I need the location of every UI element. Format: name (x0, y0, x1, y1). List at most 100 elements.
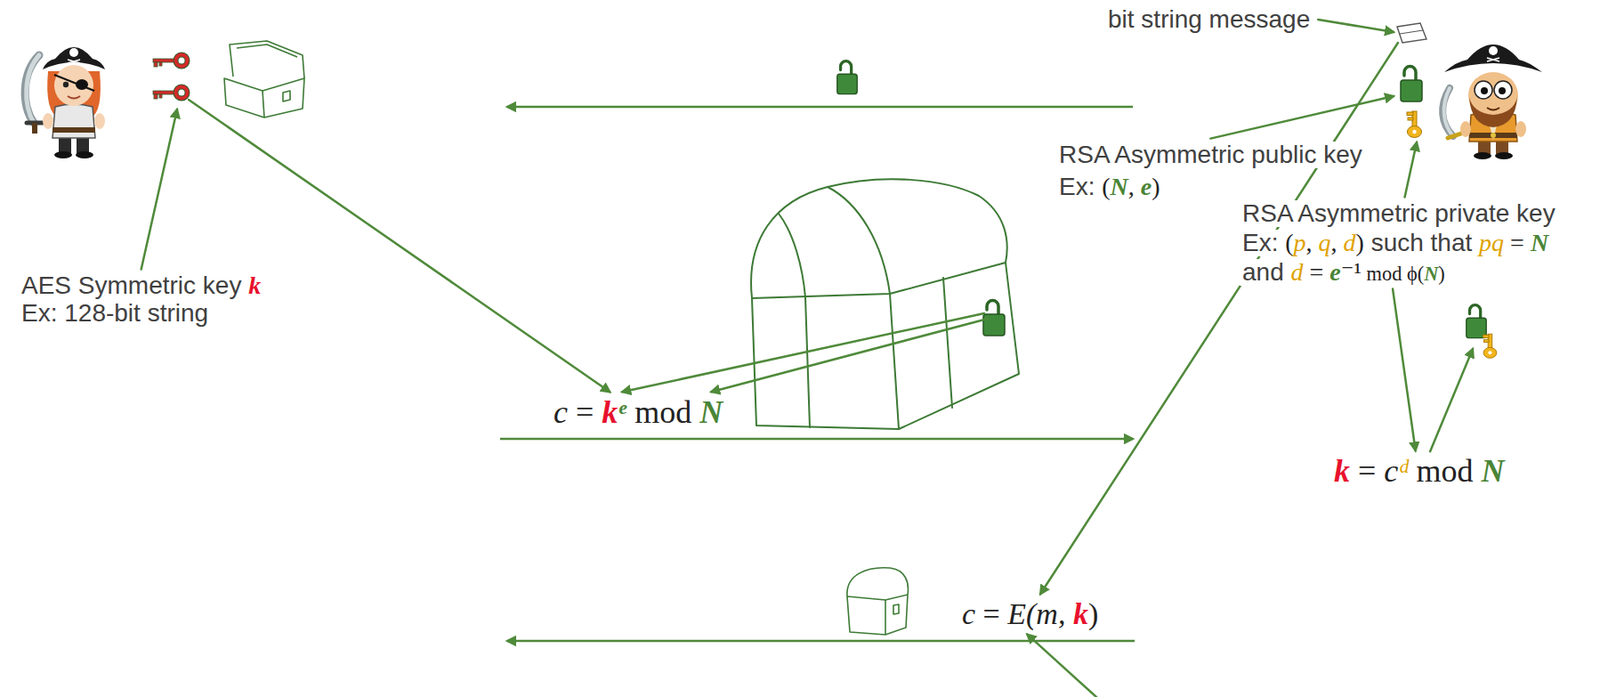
chest-sketch (847, 594, 908, 600)
text-run: AES Symmetric key (21, 271, 249, 299)
text-run: ) (1356, 228, 1365, 257)
formula: c = E(m, k) (959, 597, 1101, 631)
pirate-figure (42, 47, 106, 70)
pirate-figure (63, 81, 69, 88)
pirate-figure (1494, 152, 1513, 160)
pirate-figure (1442, 88, 1454, 137)
text-run: ) (1151, 172, 1160, 201)
key-example: Ex: (p, q, d) such that pq = N (1239, 229, 1552, 258)
chest-sketch (943, 277, 953, 408)
text-run: ᵈ (1397, 452, 1408, 489)
pirate-figure (69, 48, 79, 57)
text-run: = (975, 597, 1008, 631)
leader-arrow (188, 99, 610, 392)
pirate-figure (1480, 87, 1488, 95)
message-icon (1397, 23, 1427, 43)
transfer-arrow (500, 437, 1133, 441)
pirate-figure (75, 79, 89, 90)
chest-sketch (236, 44, 298, 57)
pirate-figure (1494, 80, 1512, 99)
text-run: e (1329, 258, 1341, 286)
pirate-figure (1469, 96, 1518, 128)
text-run: = (567, 394, 602, 430)
annotation-text: bit string message (1105, 6, 1313, 34)
chest-sketch (229, 40, 305, 79)
text-run: N (1530, 228, 1549, 257)
pirate-figure (1490, 132, 1496, 138)
text-run: mod ϕ( (1361, 262, 1424, 285)
pirate-figure (32, 122, 38, 134)
text-run: such that (1364, 228, 1479, 257)
leader-arrow (1430, 348, 1473, 452)
chest-sketch (282, 90, 291, 102)
pirate-figure (1488, 46, 1498, 56)
chest-sketch (224, 40, 305, 118)
pirate-figure (24, 47, 106, 159)
leader-arrow (1026, 634, 1097, 697)
leader-arrow (711, 318, 988, 392)
pirate-figure (52, 127, 96, 133)
text-run: = (1349, 452, 1384, 489)
padlock-icon (1466, 305, 1487, 339)
formula: c = kᵉ mod N (550, 395, 726, 431)
pirate-figure (54, 74, 95, 91)
chest-sketch (847, 567, 909, 635)
pirate-figure (52, 104, 96, 138)
text-run: c (1383, 452, 1398, 489)
text-run: ) (1088, 597, 1099, 631)
text-run: RSA Asymmetric private key (1242, 199, 1556, 227)
text-run: mod (1407, 452, 1481, 489)
chest-sketch (898, 262, 1019, 429)
text-run: ᵉ (617, 394, 627, 430)
private-key-icon (1483, 333, 1497, 358)
text-run: , (1128, 172, 1141, 201)
text-run: Ex: 128-bit string (21, 298, 209, 327)
text-run: , (1331, 228, 1344, 257)
text-run: Ex: (1242, 228, 1285, 257)
leader-arrow (1405, 142, 1417, 198)
text-run: d (1291, 258, 1304, 286)
text-run: c (961, 597, 976, 631)
chest-sketch (827, 186, 890, 294)
pirate-figure (67, 96, 81, 99)
transfer-arrow (507, 639, 1135, 643)
leader-arrow (1040, 42, 1398, 594)
key-label: AES Symmetric key k (18, 272, 264, 300)
text-run: e (1140, 172, 1152, 201)
padlock-icon (837, 61, 857, 95)
key-label: RSA Asymmetric public key (1056, 141, 1366, 170)
text-run: k (248, 271, 261, 299)
chest-sketch (893, 604, 899, 615)
chest-sketch (262, 90, 265, 118)
text-run: k (601, 394, 618, 430)
chest-sketch (805, 297, 810, 428)
pirate-figure (24, 55, 40, 123)
pirate-figure (1444, 44, 1543, 73)
text-run: = (1503, 228, 1531, 257)
text-run: ( (1101, 172, 1110, 201)
pirate-figure (54, 64, 94, 106)
text-run: k (1333, 452, 1350, 489)
key-example: Ex: (N, e) (1056, 173, 1164, 202)
pirate-figure (1473, 152, 1492, 160)
pirate-figure (1486, 107, 1500, 111)
text-run: N (1110, 172, 1129, 201)
text-run: pq (1478, 228, 1504, 257)
text-run: ( (1284, 228, 1293, 257)
chest-sketch (224, 78, 305, 118)
pirate-figure (1442, 44, 1543, 160)
chest-sketch (751, 262, 1006, 299)
text-run: RSA Asymmetric public key (1058, 140, 1363, 169)
leader-arrow (622, 313, 985, 392)
pirate-figure (1460, 121, 1471, 138)
text-run: and (1242, 258, 1292, 286)
pirate-figure (67, 59, 81, 64)
text-run: N (1423, 262, 1439, 285)
chest-sketch (751, 178, 1008, 299)
key-relation: and d = e⁻¹ mod ϕ(N) (1239, 258, 1448, 287)
message-icon (1397, 23, 1427, 43)
text-run: bit string message (1107, 5, 1310, 33)
